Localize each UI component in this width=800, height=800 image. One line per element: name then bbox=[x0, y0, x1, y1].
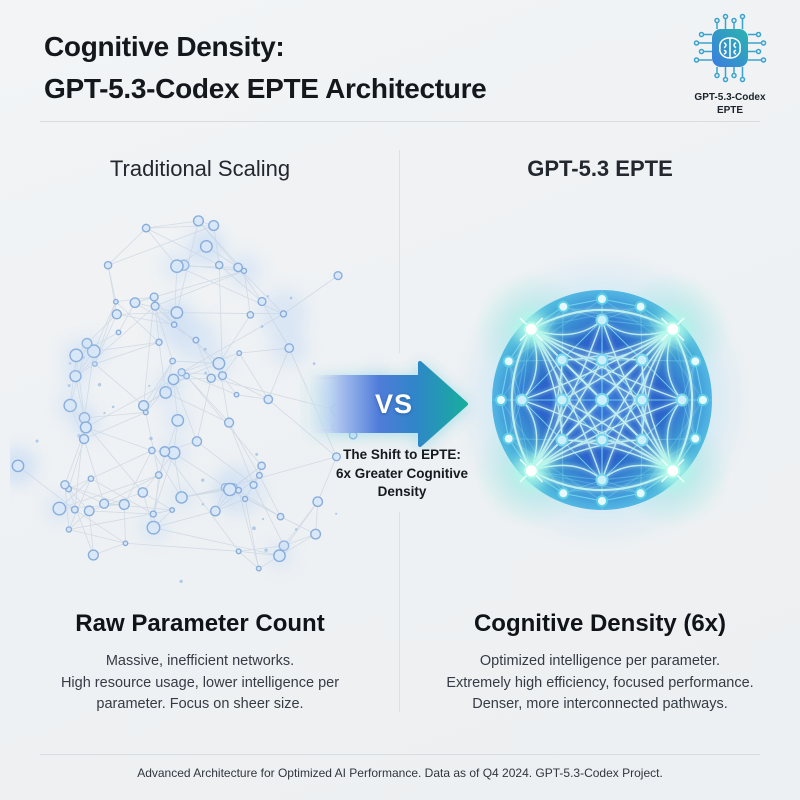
header-divider bbox=[40, 121, 760, 122]
left-caption-title: Raw Parameter Count bbox=[75, 610, 325, 637]
footer-divider bbox=[40, 754, 760, 755]
page-title-line1: Cognitive Density: bbox=[44, 31, 285, 62]
vs-caption: The Shift to EPTE: 6x Greater Cognitive … bbox=[335, 447, 469, 499]
vs-arrow-icon bbox=[306, 361, 468, 447]
page-title-line2: GPT-5.3-Codex EPTE Architecture bbox=[44, 73, 487, 104]
right-caption-title: Cognitive Density (6x) bbox=[473, 610, 727, 637]
page-title: Cognitive Density: GPT-5.3-Codex EPTE Ar… bbox=[44, 26, 487, 110]
footer-text: Advanced Architecture for Optimized AI P… bbox=[137, 766, 663, 780]
brain-chip-icon bbox=[693, 13, 767, 83]
sparse-network-graphic bbox=[10, 215, 390, 584]
dense-network-graphic bbox=[452, 250, 752, 550]
logo-label-line1: GPT-5.3-Codex bbox=[694, 92, 766, 103]
right-caption-body: Optimized intelligence per parameter. Ex… bbox=[446, 653, 754, 712]
column-divider-top bbox=[399, 150, 400, 353]
left-caption-body: Massive, inefficient networks. High reso… bbox=[60, 653, 340, 712]
project-logo: GPT-5.3-Codex EPTE bbox=[676, 12, 784, 117]
right-column-heading: GPT-5.3 EPTE bbox=[527, 156, 673, 181]
vs-label: VS bbox=[374, 389, 414, 419]
left-column-heading: Traditional Scaling bbox=[109, 156, 291, 181]
column-divider-bottom bbox=[399, 512, 400, 712]
logo-label-line2: EPTE bbox=[716, 105, 744, 116]
